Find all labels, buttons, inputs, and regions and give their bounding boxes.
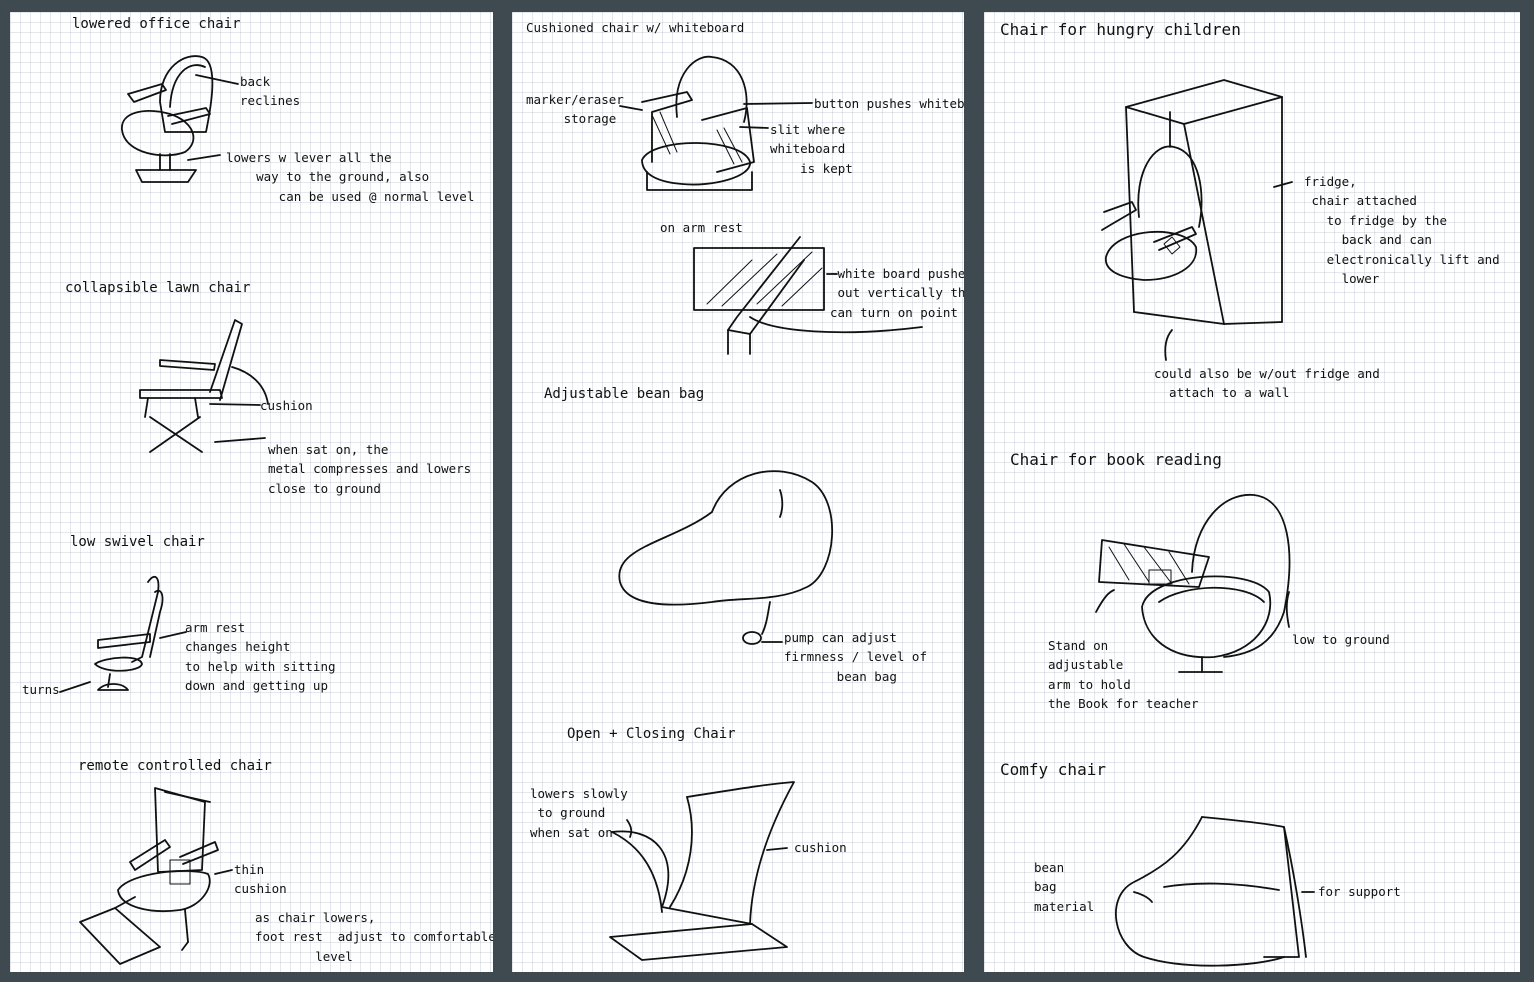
note-stand-arm: Stand on adjustable arm to hold the Book… — [1048, 636, 1199, 714]
sketch-title-bean-bag: Adjustable bean bag — [544, 384, 704, 406]
note-foot-rest: as chair lowers, foot rest adjust to com… — [255, 908, 493, 966]
swivel-chair-drawing — [60, 577, 186, 692]
sketch-title-comfy-chair: Comfy chair — [1000, 758, 1106, 783]
note-lowers-slowly: lowers slowly to ground when sat on — [530, 784, 628, 842]
note-thin-cushion: thin cushion — [234, 860, 287, 899]
comfy-chair-drawing — [1116, 817, 1314, 966]
sketch-title-whiteboard-chair: Cushioned chair w/ whiteboard — [526, 18, 744, 37]
note-fridge: fridge, chair attached to fridge by the … — [1304, 172, 1500, 288]
sketch-title-hungry-children: Chair for hungry children — [1000, 18, 1241, 43]
note-slit: slit where whiteboard is kept — [770, 120, 853, 178]
note-bean-bag-material: bean bag material — [1034, 858, 1094, 916]
sketch-panel-2: Cushioned chair w/ whiteboard marker/era… — [512, 12, 964, 972]
sketch-title-arm-rest: on arm rest — [660, 218, 743, 237]
panel-3-drawings — [984, 12, 1520, 972]
sketch-panel-3: Chair for hungry children fridge, chair … — [984, 12, 1520, 972]
note-cushion-open: cushion — [794, 838, 847, 857]
bean-bag-drawing — [619, 471, 832, 644]
sketch-title-swivel-chair: low swivel chair — [70, 532, 205, 554]
note-turns: turns — [22, 680, 60, 699]
note-whiteboard-pushed: ~white board pushed out vertically then … — [830, 264, 964, 322]
note-arm-rest: arm rest changes height to help with sit… — [185, 618, 336, 696]
open-closing-chair-drawing — [610, 782, 794, 960]
note-lowers-lever: lowers w lever all the way to the ground… — [226, 148, 474, 206]
remote-chair-drawing — [80, 788, 232, 964]
office-chair-drawing — [122, 56, 238, 182]
note-without-fridge: could also be w/out fridge and attach to… — [1154, 364, 1380, 403]
sketch-title-open-closing-chair: Open + Closing Chair — [567, 724, 736, 746]
note-low-to-ground: low to ground — [1292, 630, 1390, 649]
fridge-chair-drawing — [1102, 80, 1292, 360]
sketch-title-book-reading: Chair for book reading — [1010, 448, 1222, 473]
note-marker-storage: marker/eraser storage — [526, 90, 624, 129]
note-pump: pump can adjust firmness / level of bean… — [784, 628, 927, 686]
sketch-title-office-chair: lowered office chair — [72, 14, 241, 36]
note-back-reclines: back reclines — [240, 72, 300, 111]
lawn-chair-drawing — [140, 320, 268, 452]
sketch-title-remote-chair: remote controlled chair — [78, 756, 272, 778]
note-metal-compresses: when sat on, the metal compresses and lo… — [268, 440, 471, 498]
sketch-panel-1: lowered office chair back reclines lower… — [10, 12, 493, 972]
sketch-title-lawn-chair: collapsible lawn chair — [65, 278, 250, 300]
note-for-support: for support — [1318, 882, 1401, 901]
note-cushion: cushion — [260, 396, 313, 415]
